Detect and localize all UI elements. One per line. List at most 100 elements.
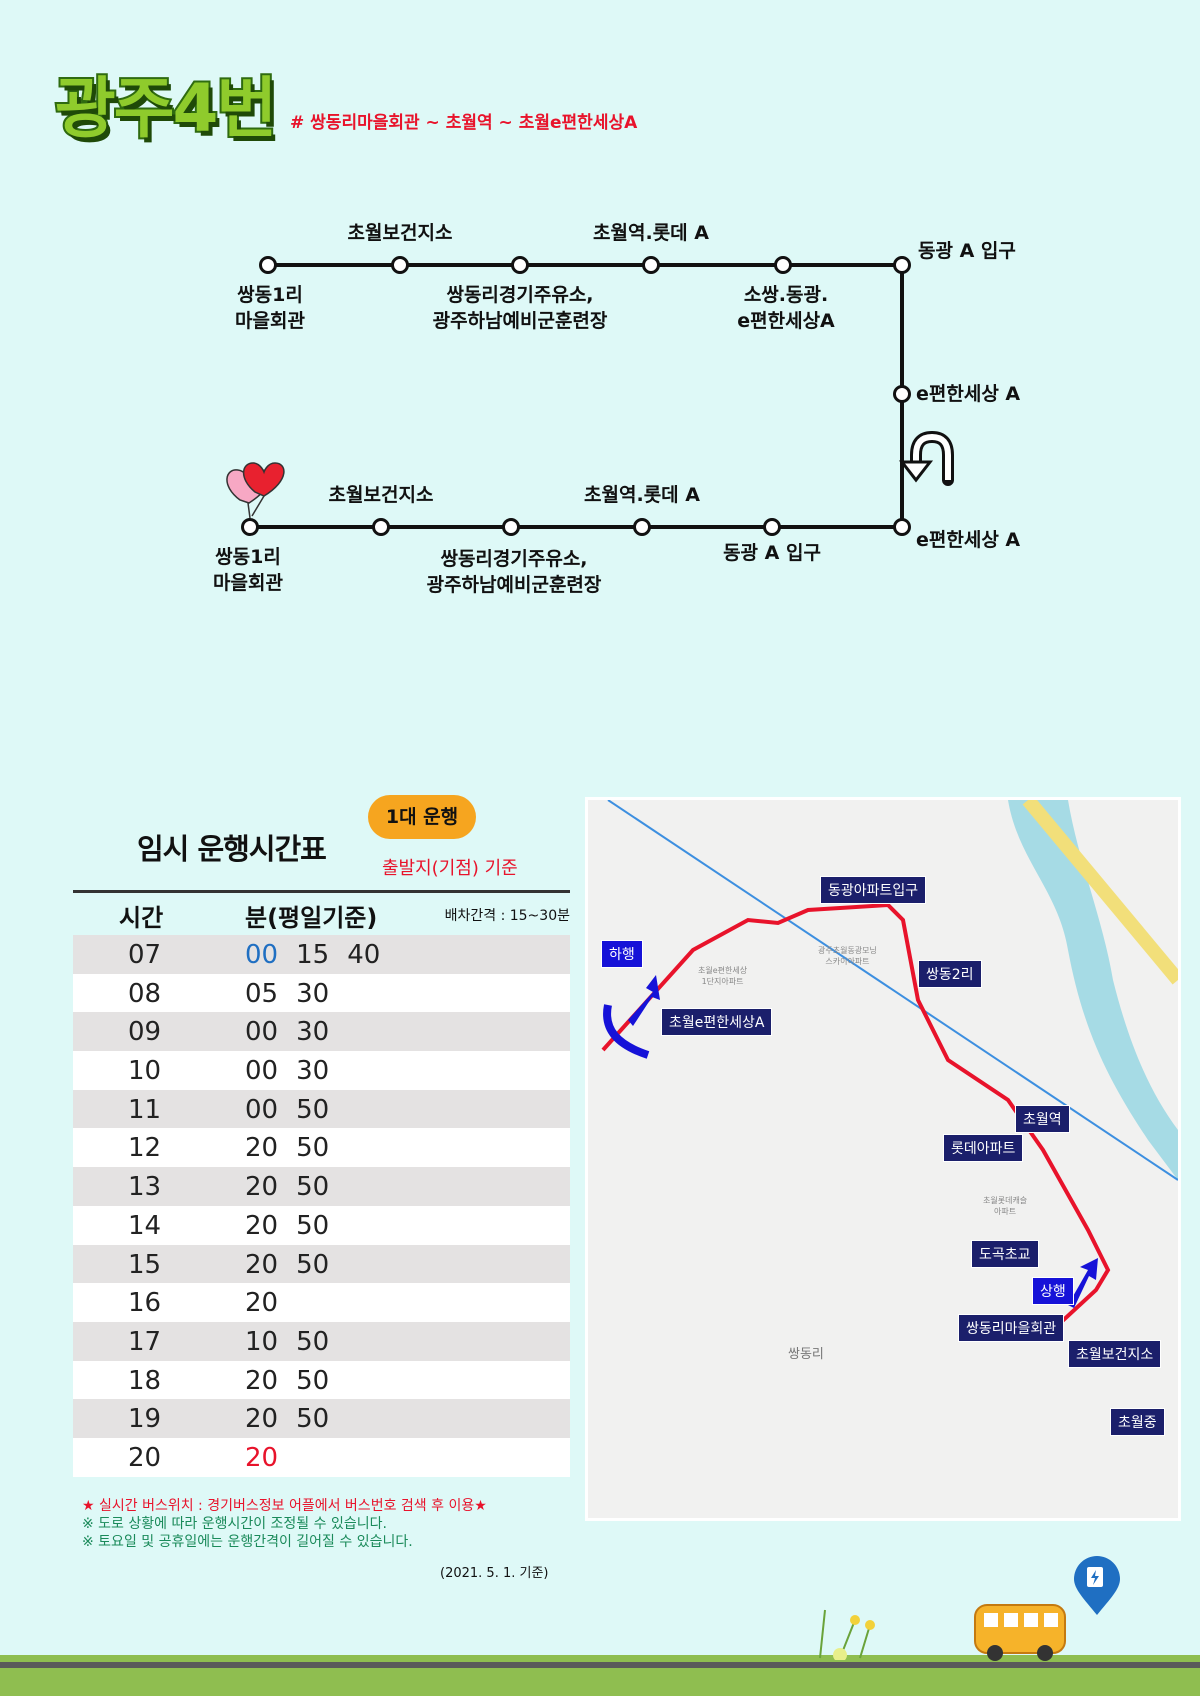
row-minutes: 00 15 40: [245, 940, 398, 970]
map-text-ssangdongri: 쌍동리: [788, 1347, 824, 1362]
row-minutes: 20: [245, 1288, 296, 1318]
minute-value: 15: [296, 940, 330, 970]
river: [1008, 800, 1178, 1180]
notes: ★ 실시간 버스위치 : 경기버스정보 어플에서 버스번호 검색 후 이용★ ※…: [82, 1497, 487, 1551]
arrow-down-icon: [628, 975, 660, 1026]
timetable-row: 11 00 50: [73, 1089, 570, 1129]
operation-badge: 1대 운행: [368, 795, 476, 839]
minute-value: 30: [296, 1056, 330, 1087]
note-road: ※ 도로 상황에 따라 운행시간이 조정될 수 있습니다.: [82, 1516, 387, 1532]
date-note: (2021. 5. 1. 기준): [440, 1566, 549, 1581]
minute-value: 20: [245, 1249, 279, 1280]
stop-dot: [893, 385, 911, 403]
row-hour: 15: [128, 1249, 162, 1280]
minute-value: 40: [347, 940, 381, 970]
stop-label-e-apt-lower: e편한세상 A: [916, 529, 1021, 551]
minute-value: 10: [245, 1326, 279, 1357]
stop-dot: [502, 518, 520, 536]
minute-value: 05: [245, 978, 279, 1009]
stop-dot: [774, 256, 792, 274]
route-map: 동광아파트입구 하행 쌍동2리 초월e편한세상A 초월역 롯데아파트 도곡초교 …: [585, 797, 1181, 1521]
stop-label-chowol-station: 초월역.롯데 A: [593, 222, 709, 244]
stop-dot: [511, 256, 529, 274]
minute-value: 20: [245, 1404, 279, 1435]
stop-dot: [642, 256, 660, 274]
row-hour: 16: [128, 1288, 162, 1319]
minute-value: 20: [245, 1172, 279, 1203]
timetable-title: 임시 운행시간표: [137, 832, 327, 866]
bus-route-path: [601, 902, 1111, 1327]
stop-dot: [372, 518, 390, 536]
stop-label-gas-station-lower: 쌍동리경기주유소,광주하남예비군훈련장: [426, 548, 602, 596]
row-hour: 09: [128, 1017, 162, 1048]
bus-icon: [974, 1604, 1066, 1661]
map-label-donggwang: 동광아파트입구: [820, 876, 927, 904]
stop-label-e-apt-side: e편한세상 A: [916, 383, 1021, 405]
road-decoration: [0, 1662, 1200, 1668]
stop-dot: [763, 518, 781, 536]
charging-station-pin-icon: [1074, 1556, 1120, 1615]
map-text-apt3: 초월롯데캐슬 아파트: [983, 1196, 1028, 1216]
row-minutes: 20: [245, 1443, 296, 1473]
minute-value: 00: [245, 1056, 279, 1087]
row-hour: 17: [128, 1326, 162, 1357]
map-label-chowol-health: 초월보건지소: [1068, 1340, 1162, 1368]
interval-note: 배차간격 : 15~30분: [444, 908, 570, 924]
note-realtime: ★ 실시간 버스위치 : 경기버스정보 어플에서 버스번호 검색 후 이용★: [82, 1498, 487, 1514]
stop-dot: [391, 256, 409, 274]
map-label-ssangdong-hall: 쌍동리마을회관: [958, 1314, 1065, 1342]
arrow-up-icon: [1068, 1258, 1098, 1308]
map-label-chowol-mid: 초월중: [1110, 1408, 1165, 1436]
minute-value: 00: [245, 1094, 279, 1125]
stop-label-sossang: 소쌍.동광.e편한세상A: [737, 284, 835, 332]
minute-value: 00: [245, 940, 279, 970]
map-label-ssangdong2: 쌍동2리: [918, 960, 982, 988]
minute-value: 20: [245, 1442, 279, 1473]
stop-dot: [241, 518, 259, 536]
map-label-dogok: 도곡초교: [971, 1240, 1039, 1268]
ground-decoration: [0, 1655, 1200, 1696]
map-text-apt2: 광주초월동광모닝 스카이아파트: [818, 946, 877, 966]
minute-value: 50: [296, 1172, 330, 1203]
minute-value: 50: [296, 1133, 330, 1164]
stop-label-chowol-health: 초월보건지소: [347, 222, 453, 244]
row-hour: 11: [128, 1094, 162, 1125]
row-hour: 07: [128, 940, 162, 970]
row-hour: 18: [128, 1365, 162, 1396]
stop-dot: [259, 256, 277, 274]
row-minutes: 00 30: [245, 1056, 347, 1086]
minute-value: 20: [245, 1133, 279, 1164]
row-hour: 20: [128, 1442, 162, 1473]
col-min: 분(평일기준): [245, 904, 378, 932]
col-hour: 시간: [119, 904, 164, 932]
route-subtitle: # 쌍동리마을회관 ~ 초월역 ~ 초월e편한세상A: [290, 113, 638, 133]
row-hour: 12: [128, 1133, 162, 1164]
stop-dot: [893, 256, 911, 274]
timetable-basis: 출발지(기점) 기준: [382, 858, 518, 879]
minute-value: 50: [296, 1249, 330, 1280]
highway: [1022, 800, 1178, 985]
minute-value: 50: [296, 1094, 330, 1125]
page-title: 광주4번: [53, 68, 279, 149]
